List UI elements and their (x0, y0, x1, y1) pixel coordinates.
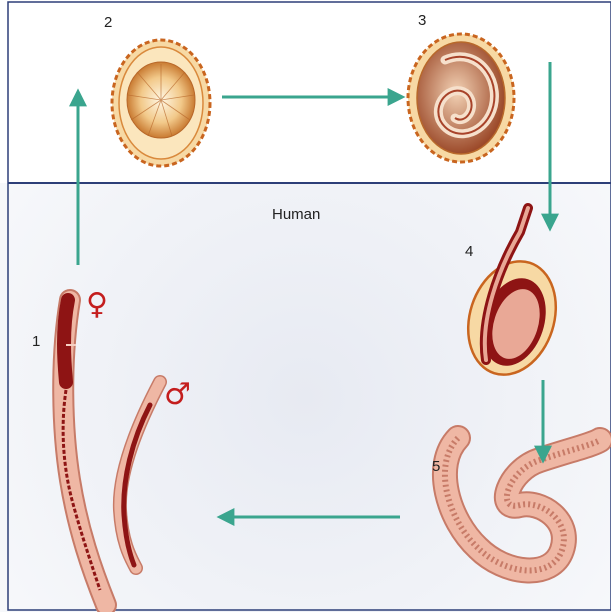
environment-zone (0, 0, 611, 183)
egg-stage-3 (408, 34, 514, 162)
stage-number-1: 1 (32, 333, 40, 350)
male-symbol-icon: ♂ (164, 377, 191, 412)
stage-number-5: 5 (432, 458, 440, 475)
stage-number-3: 3 (418, 12, 426, 29)
stage-number-4: 4 (465, 243, 473, 260)
human-zone-label: Human (272, 206, 320, 223)
stage-number-2: 2 (104, 14, 112, 31)
female-symbol-icon: ♀ (86, 287, 108, 322)
egg-stage-2 (112, 40, 210, 166)
